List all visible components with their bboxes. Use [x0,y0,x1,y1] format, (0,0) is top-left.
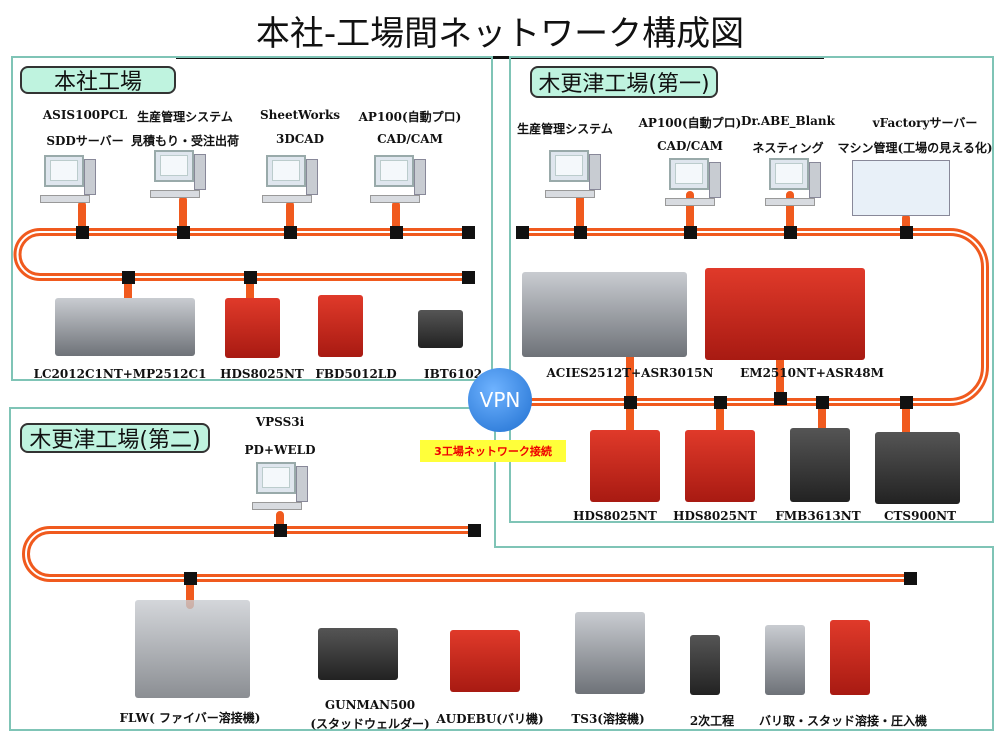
label-hds8025: HDS8025NT [573,509,657,523]
computer-icon [150,150,208,202]
kisarazu1-frame [509,56,994,523]
label-ap100: AP100(自動プロ) [358,110,462,124]
label-cts900: CTS900NT [883,509,957,523]
label-fbd5012: FBD5012LD [315,367,397,381]
secondary-process-image [690,635,720,695]
kisarazu2-header: 木更津工場(第二) [20,423,210,453]
label-ap100: AP100(自動プロ) [638,116,742,130]
bender-image [418,310,463,348]
press-brake-image [590,430,660,502]
honsha-frame [11,56,493,381]
label-cadcam: CAD/CAM [377,132,443,146]
label-production: 生産管理システム [517,122,613,136]
honsha-header: 本社工場 [20,66,176,95]
ts3-welder-image [575,612,645,694]
label-hds8025: HDS8025NT [673,509,757,523]
label-vpss3i: VPSS3i [255,415,305,429]
press-brake-image [685,430,755,502]
label-production: 生産管理システム [137,110,233,124]
label-vfactory: vFactoryサーバー [872,116,978,130]
computer-icon [665,158,723,210]
vpn-icon: VPN [468,368,532,432]
punch-tower-image [705,268,865,360]
label-asis: ASIS100PCL [42,108,128,122]
label-gunman: GUNMAN500 [324,698,416,712]
label-em2510: EM2510NT+ASR48M [740,366,884,380]
label-drabe: Dr.ABE_Blank [741,114,835,128]
network-note: 3工場ネットワーク接続 [420,440,566,462]
deburr-machine-image [450,630,520,692]
label-fmb3613: FMB3613NT [775,509,861,523]
label-machine-mgmt: マシン管理(工場の見える化) [837,141,993,155]
press-fit-image [830,620,870,695]
label-sheetworks: SheetWorks [259,108,341,122]
computer-icon [252,462,310,514]
label-sdd: SDDサーバー [46,134,124,148]
vfactory-screen-image [852,160,950,216]
network-nodes [76,226,917,585]
computer-icon [40,155,98,207]
stud-welder-image [318,628,398,680]
computer-icon [545,150,603,202]
deburr-image [765,625,805,695]
label-secondary: 2次工程 [689,714,735,728]
label-nesting: ネスティング [752,141,824,155]
laser-machine-image [55,298,195,356]
label-ibt6102: IBT6102 [423,367,483,381]
cables [13,191,989,609]
label-estimate: 見積もり・受注出荷 [130,134,240,148]
computer-icon [262,155,320,207]
label-hds8025: HDS8025NT [220,367,304,381]
page-title: 本社-工場間ネットワーク構成図 [0,6,1000,59]
label-stud-welder: (スタッドウェルダー) [310,717,430,731]
label-audebu: AUDEBU(バリ機) [436,712,544,726]
label-flw: FLW( ファイバー溶接機) [119,711,261,725]
label-cadcam: CAD/CAM [657,139,723,153]
press-brake-image [318,295,363,357]
punch-laser-image [522,272,687,357]
kisarazu1-header: 木更津工場(第一) [530,66,718,98]
computer-icon [370,155,428,207]
label-ts3: TS3(溶接機) [571,712,645,726]
computer-icon [765,158,823,210]
press-brake-image [225,298,280,358]
shear-image [875,432,960,504]
label-pdweld: PD+WELD [244,443,316,457]
label-3dcad: 3DCAD [275,132,325,146]
fiber-welder-image [135,600,250,698]
label-lc2012: LC2012C1NT+MP2512C1 [33,367,207,381]
label-deburr-stud: バリ取・スタッド溶接・圧入機 [758,714,928,728]
label-acies: ACIES2512T+ASR3015N [546,366,714,380]
press-brake-image [790,428,850,502]
